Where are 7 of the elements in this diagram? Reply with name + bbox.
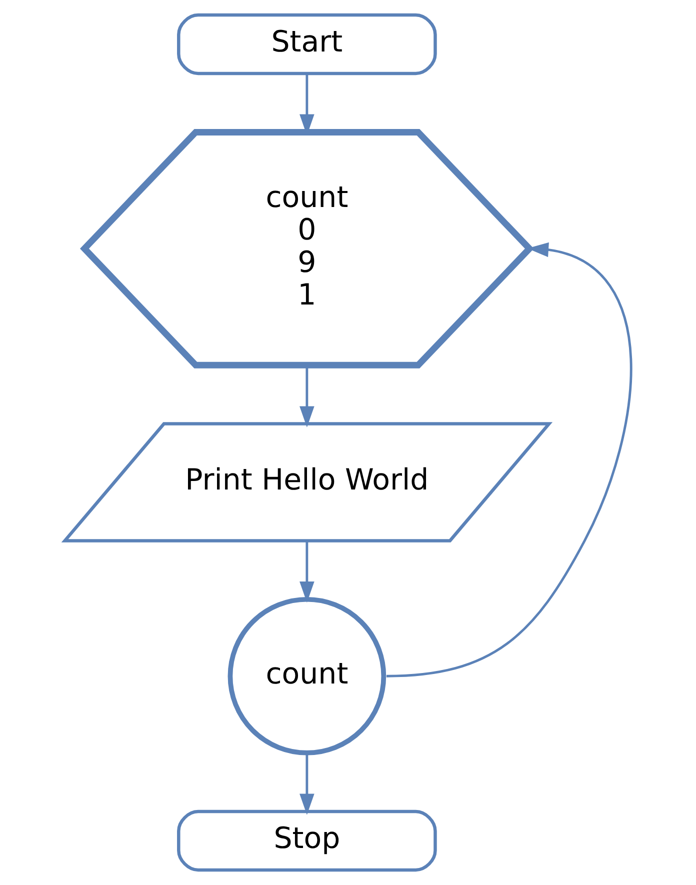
arrow bbox=[300, 365, 314, 428]
node-box: Start bbox=[177, 13, 437, 76]
arrow bbox=[300, 541, 314, 603]
arrow bbox=[300, 753, 314, 815]
arrow bbox=[386, 242, 632, 678]
node-circle: count bbox=[228, 596, 386, 756]
node-box: Stop bbox=[177, 810, 437, 872]
